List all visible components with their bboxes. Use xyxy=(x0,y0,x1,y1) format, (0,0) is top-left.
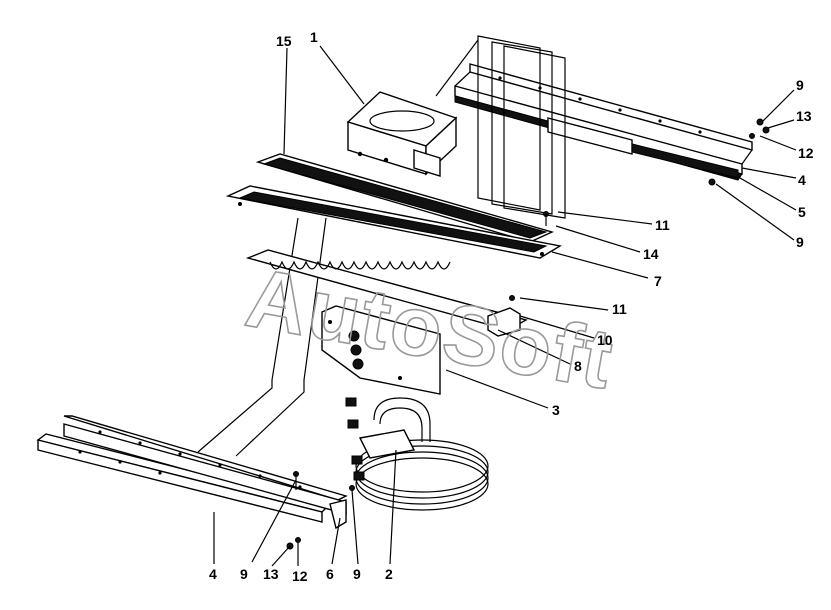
callout-12-top: 12 xyxy=(798,145,814,161)
leader-lines xyxy=(213,45,797,567)
callout-9-bottom-right: 9 xyxy=(353,566,361,582)
part-1-bracket-box xyxy=(346,91,458,177)
callout-9-mid: 9 xyxy=(796,234,804,250)
callout-11-mid: 11 xyxy=(612,301,627,317)
callout-4-bottom: 4 xyxy=(209,566,217,582)
callout-2: 2 xyxy=(385,566,393,582)
callout-11-top: 11 xyxy=(655,217,670,233)
callout-4-top: 4 xyxy=(798,172,806,188)
upper-rail-assembly xyxy=(454,63,753,181)
callout-12-bottom: 12 xyxy=(292,568,308,584)
callout-1: 1 xyxy=(310,29,318,45)
callout-13-bottom: 13 xyxy=(263,566,279,582)
callout-9-bottom-left: 9 xyxy=(240,566,248,582)
callout-7: 7 xyxy=(654,273,662,289)
connecting-lines xyxy=(197,39,479,457)
part-15-gasket xyxy=(255,153,555,243)
callout-3: 3 xyxy=(552,402,560,418)
part-2-hose-bundle xyxy=(345,397,489,511)
callout-14: 14 xyxy=(643,246,659,262)
callout-5: 5 xyxy=(798,204,806,220)
part-7-long-plate xyxy=(225,185,562,259)
callout-13-top: 13 xyxy=(796,108,812,124)
callout-9-top: 9 xyxy=(796,77,804,93)
part-8-comb-strip xyxy=(245,249,528,337)
callout-6: 6 xyxy=(326,566,334,582)
callout-8: 8 xyxy=(574,358,582,374)
lower-rail-assembly xyxy=(36,415,348,530)
callout-10: 10 xyxy=(597,332,613,348)
vertical-panels xyxy=(477,35,566,219)
part-3-mounting-plate xyxy=(321,305,441,395)
fasteners xyxy=(286,118,770,550)
callout-15: 15 xyxy=(276,33,292,49)
